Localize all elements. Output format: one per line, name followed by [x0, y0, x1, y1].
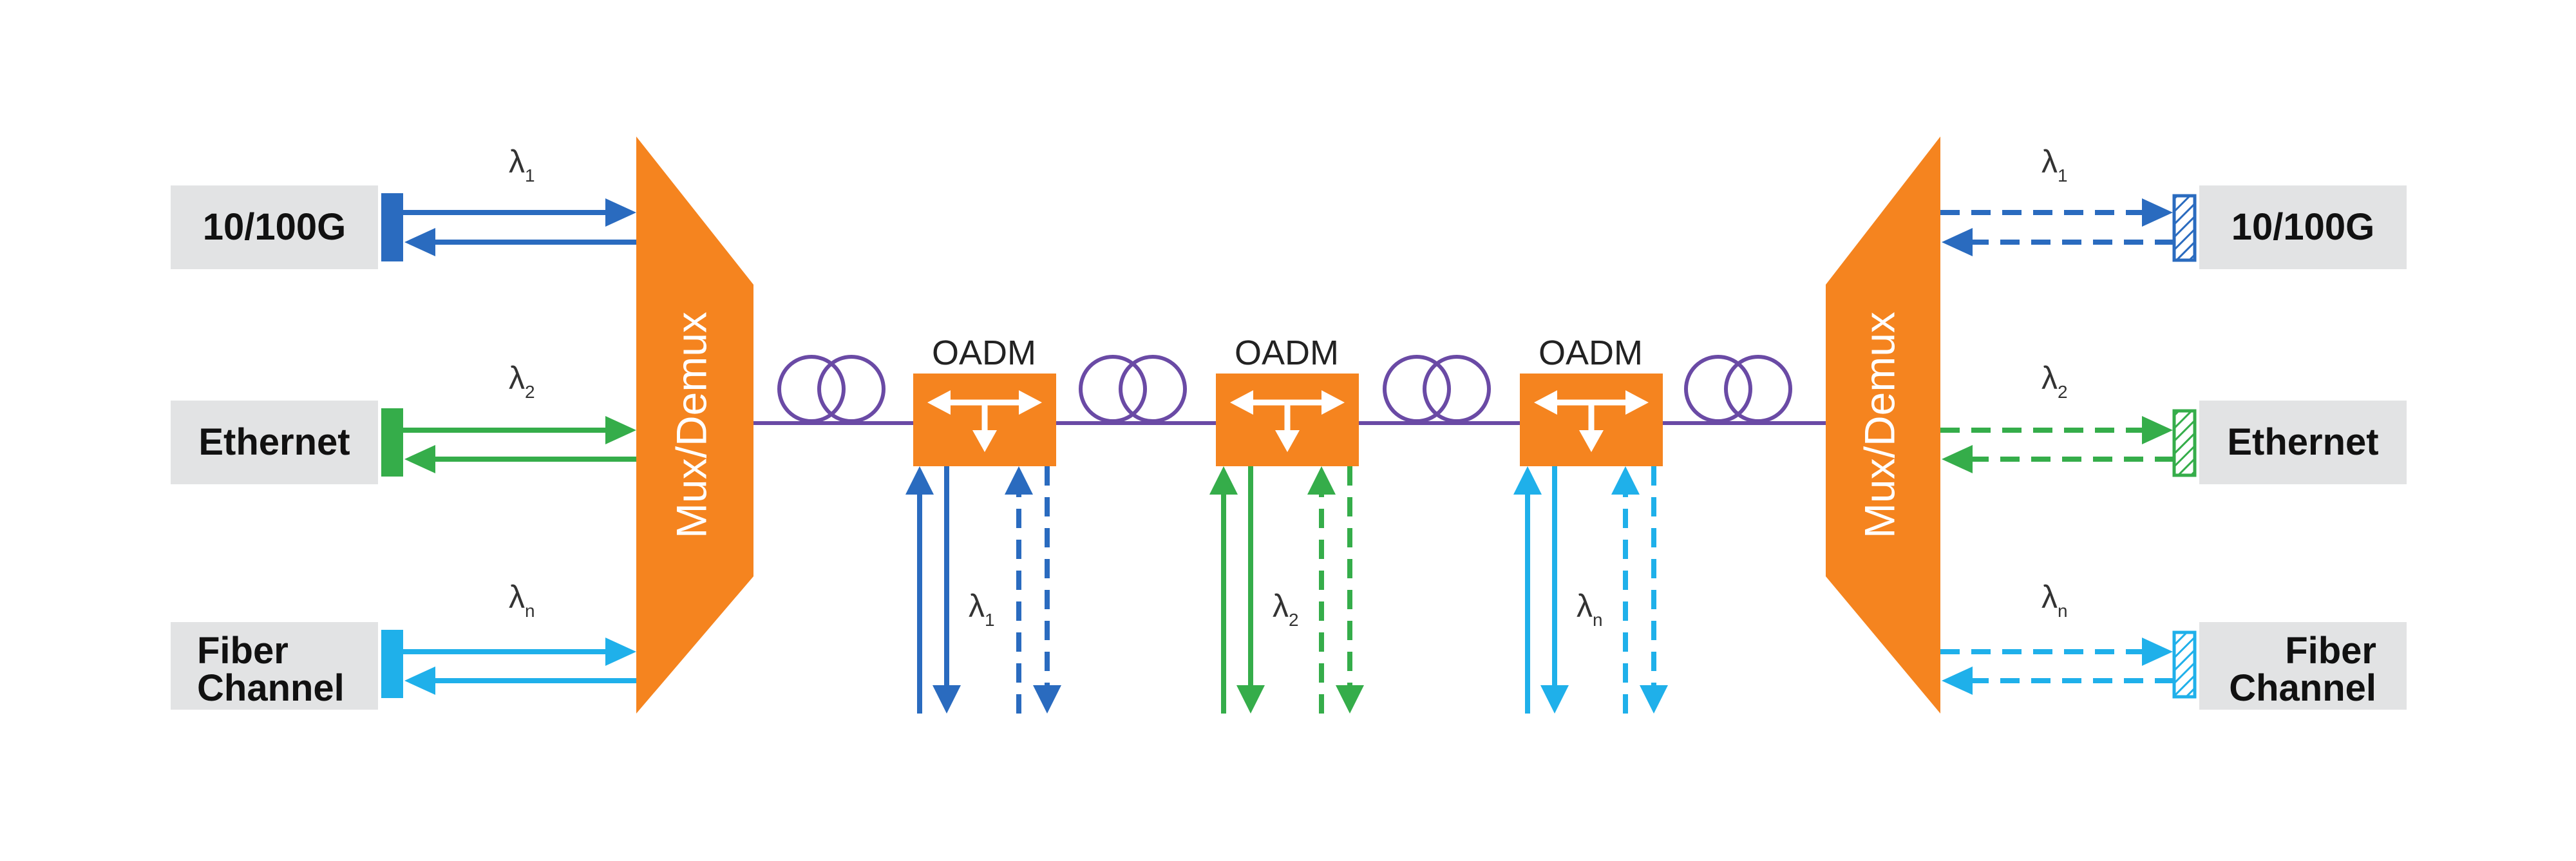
oadm-label: OADM — [1539, 334, 1643, 372]
right-port-fiber-channel: Fiber Channel λn — [1940, 579, 2407, 710]
port-label: 10/100G — [2231, 206, 2375, 248]
port-label-line2: Channel — [2229, 667, 2376, 709]
transceiver-block — [381, 193, 403, 261]
mux-demux-right: Mux/Demux — [1826, 137, 1940, 714]
port-box — [171, 401, 378, 484]
lambda-label: λn — [509, 579, 535, 621]
rx-arrowhead — [1942, 667, 1973, 695]
port-box — [2199, 185, 2407, 269]
tx-arrowhead — [605, 198, 636, 227]
port-label: Ethernet — [2227, 421, 2378, 463]
drop-arrowhead — [1336, 685, 1364, 714]
add-arrowhead — [1513, 466, 1542, 495]
drop-arrowhead — [1236, 685, 1265, 714]
add-arrowhead — [1005, 466, 1033, 495]
oadm-3: OADM λn — [1513, 334, 1668, 714]
lambda-label: λ1 — [509, 144, 535, 185]
fiber-coil-icon — [777, 355, 886, 423]
rx-arrowhead — [404, 445, 435, 473]
transceiver-block-hatched — [2172, 630, 2197, 699]
port-box — [2199, 622, 2407, 710]
port-box — [171, 185, 378, 269]
port-label: Ethernet — [198, 421, 350, 463]
drop-arrowhead — [1033, 685, 1061, 714]
tx-arrowhead — [2142, 198, 2173, 227]
fiber-coil-icon — [1684, 355, 1792, 423]
transceiver-block — [381, 408, 403, 477]
port-label-line1: Fiber — [197, 630, 289, 672]
oadm-2: OADM λ2 — [1209, 334, 1364, 714]
drop-arrowhead — [1540, 685, 1569, 714]
mux-demux-left: Mux/Demux — [636, 137, 753, 714]
lambda-label: λ1 — [2041, 144, 2068, 185]
add-drop-icon — [927, 390, 1042, 452]
left-port-10-100g: 10/100G λ1 — [171, 144, 636, 269]
add-arrowhead — [1209, 466, 1238, 495]
lambda-label: λ1 — [969, 588, 995, 630]
add-arrowhead — [1307, 466, 1336, 495]
port-label-line2: Channel — [197, 667, 345, 709]
mux-demux-right-label: Mux/Demux — [1855, 312, 1903, 538]
rx-arrowhead — [404, 667, 435, 695]
right-port-ethernet: Ethernet λ2 — [1940, 360, 2407, 484]
rx-arrowhead — [404, 228, 435, 256]
left-port-fiber-channel: Fiber Channel λn — [171, 579, 636, 710]
port-label: 10/100G — [203, 206, 346, 248]
mux-demux-left-label: Mux/Demux — [667, 312, 715, 538]
transceiver-block-hatched — [2172, 194, 2197, 262]
tx-arrowhead — [2142, 638, 2173, 666]
rx-arrowhead — [1942, 228, 1973, 256]
port-box — [2199, 401, 2407, 484]
lambda-label: λ2 — [509, 360, 535, 402]
tx-arrowhead — [605, 638, 636, 666]
transceiver-block — [381, 630, 403, 698]
oadm-label: OADM — [932, 334, 1036, 372]
lambda-label: λn — [2041, 579, 2068, 621]
drop-arrowhead — [933, 685, 961, 714]
transceiver-block-hatched — [2172, 409, 2197, 477]
tx-arrowhead — [605, 416, 636, 444]
lambda-label: λ2 — [1273, 588, 1299, 630]
add-drop-icon — [1230, 390, 1345, 452]
drop-arrowhead — [1640, 685, 1668, 714]
lambda-label: λ2 — [2041, 360, 2068, 402]
right-port-10-100g: 10/100G λ1 — [1940, 144, 2407, 269]
rx-arrowhead — [1942, 445, 1973, 473]
port-label-line1: Fiber — [2285, 630, 2376, 672]
port-box — [171, 622, 378, 710]
add-drop-icon — [1534, 390, 1649, 452]
fiber-coil-icon — [1079, 355, 1187, 423]
fiber-coil-icon — [1383, 355, 1491, 423]
oadm-label: OADM — [1235, 334, 1339, 372]
lambda-label: λn — [1577, 588, 1603, 630]
add-arrowhead — [905, 466, 934, 495]
left-port-ethernet: Ethernet λ2 — [171, 360, 636, 484]
oadm-1: OADM λ1 — [905, 334, 1061, 714]
add-arrowhead — [1611, 466, 1640, 495]
tx-arrowhead — [2142, 416, 2173, 444]
